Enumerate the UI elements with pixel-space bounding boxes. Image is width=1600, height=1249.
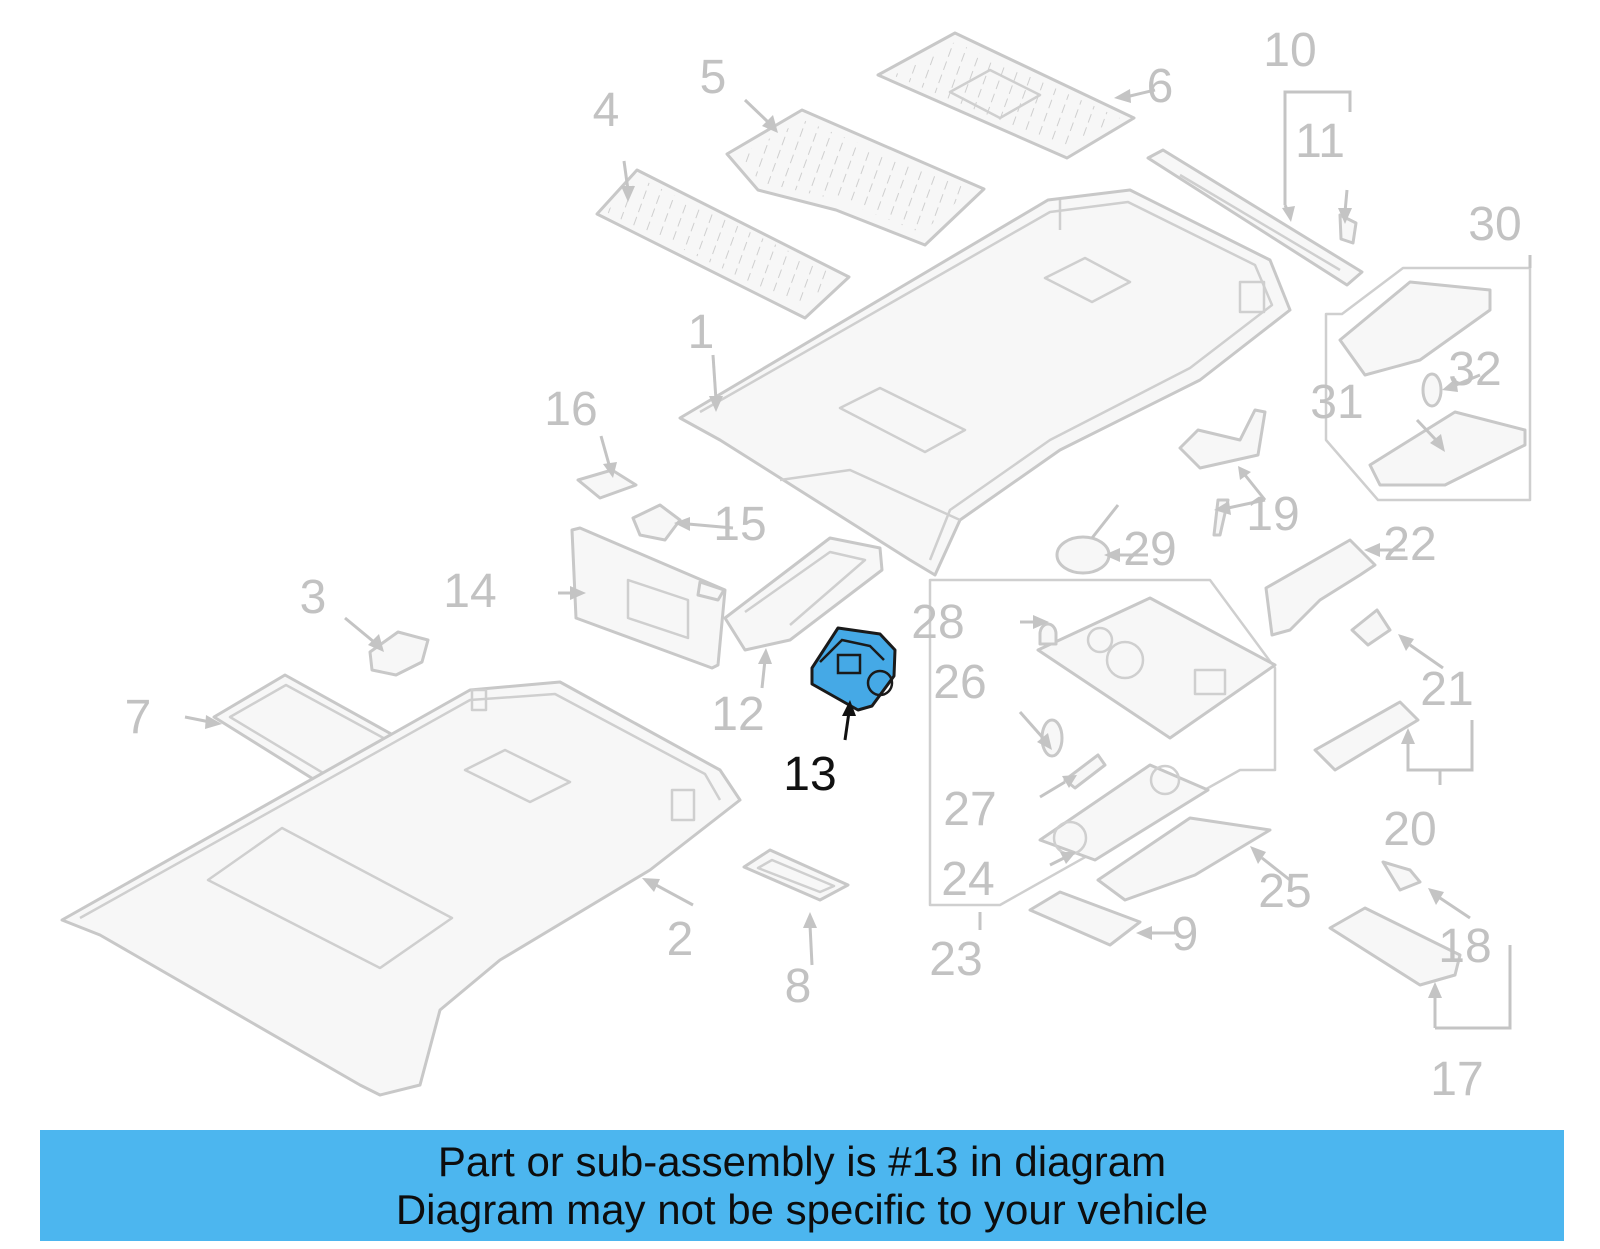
part-9-lens <box>1028 890 1142 947</box>
part-17-lamp <box>1328 906 1462 987</box>
part-29-socket <box>1055 504 1120 575</box>
part-21-clip <box>1350 608 1392 647</box>
part-18-bulb <box>1381 860 1422 892</box>
callout-32: 32 <box>1448 343 1501 396</box>
callout-13: 13 <box>783 748 836 801</box>
part-15-hook <box>631 503 682 542</box>
callout-21: 21 <box>1420 663 1473 716</box>
callout-2: 2 <box>667 913 694 966</box>
part-1-headliner <box>678 188 1292 577</box>
callout-19: 19 <box>1246 488 1299 541</box>
part-14-visor <box>570 526 727 670</box>
callout-31: 31 <box>1310 376 1363 429</box>
part-16-clip <box>576 468 638 500</box>
part-4-pad <box>595 168 851 320</box>
callout-26: 26 <box>933 656 986 709</box>
callout-29: 29 <box>1123 523 1176 576</box>
callout-9: 9 <box>1172 908 1199 961</box>
part-6-pad <box>876 31 1136 160</box>
banner-part-notice: Part or sub-assembly is #13 in diagram <box>437 1138 1167 1185</box>
callout-12: 12 <box>711 688 764 741</box>
callout-4: 4 <box>593 84 620 137</box>
callout-25: 25 <box>1258 865 1311 918</box>
banner-disclaimer: Diagram may not be specific to your vehi… <box>395 1186 1209 1233</box>
callout-10: 10 <box>1263 24 1316 77</box>
callout-22: 22 <box>1383 518 1436 571</box>
callout-28: 28 <box>911 596 964 649</box>
leader-lines <box>184 88 1532 1030</box>
part-5-pad <box>725 108 986 247</box>
part-30-group-box <box>1324 266 1532 502</box>
part-3-clip <box>368 630 430 677</box>
part-23-group-box <box>928 578 1277 907</box>
part-13-highlighted <box>810 626 897 712</box>
callout-6: 6 <box>1147 60 1174 113</box>
part-12-console <box>723 536 884 652</box>
callout-18: 18 <box>1438 920 1491 973</box>
callout-27: 27 <box>943 783 996 836</box>
callout-8: 8 <box>785 960 812 1013</box>
callout-15: 15 <box>713 498 766 551</box>
callout-23: 23 <box>929 933 982 986</box>
part-22-bracket <box>1264 538 1377 637</box>
part-8-frame <box>742 848 850 902</box>
part-2-headliner <box>60 680 742 1097</box>
part-11-clip <box>1338 213 1358 245</box>
callout-7: 7 <box>125 691 152 744</box>
part-10-rail <box>1146 148 1364 287</box>
callout-1: 1 <box>688 306 715 359</box>
callout-24: 24 <box>941 853 994 906</box>
callout-14: 14 <box>443 565 496 618</box>
callout-labels: 1 2 3 4 5 6 7 8 9 10 11 12 13 14 15 16 1… <box>125 24 1522 1106</box>
callout-16: 16 <box>544 383 597 436</box>
callout-3: 3 <box>300 571 327 624</box>
info-banner: Part or sub-assembly is #13 in diagram D… <box>40 1130 1564 1241</box>
callout-20: 20 <box>1383 803 1436 856</box>
part-20-bracket <box>1313 700 1420 772</box>
callout-17: 17 <box>1430 1053 1483 1106</box>
callout-30: 30 <box>1468 198 1521 251</box>
callout-11: 11 <box>1295 115 1345 168</box>
callout-5: 5 <box>700 51 727 104</box>
